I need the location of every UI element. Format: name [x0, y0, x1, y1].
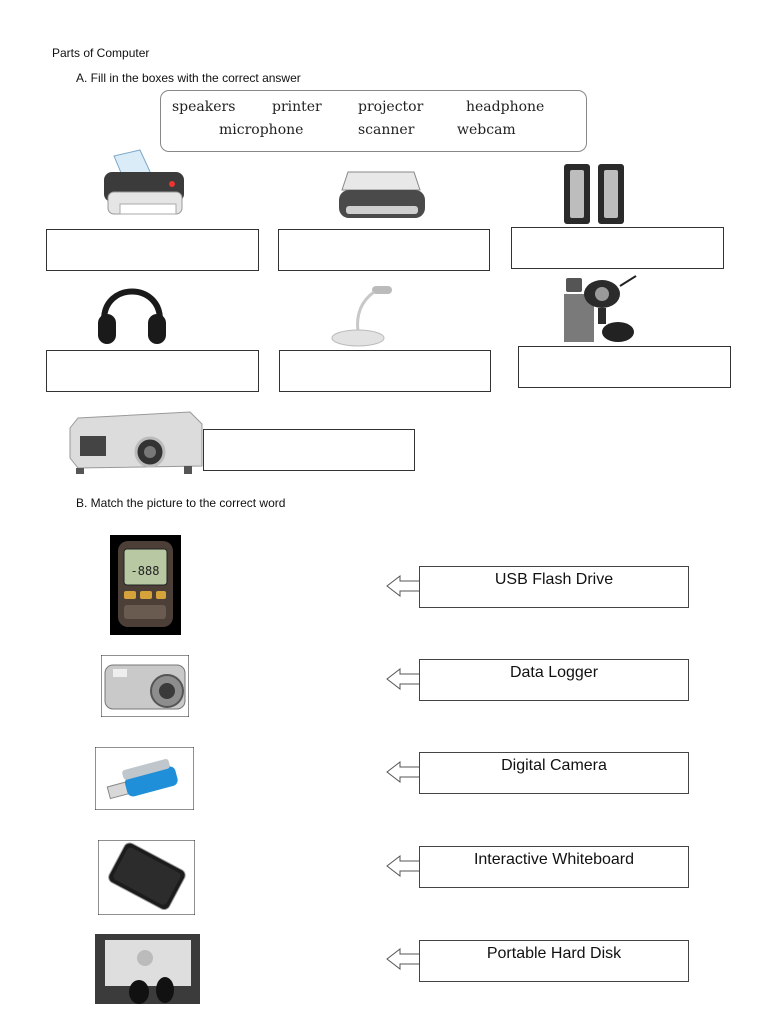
- section-a-title: A. Fill in the boxes with the correct an…: [76, 71, 301, 85]
- word-bank-item: microphone: [219, 122, 304, 138]
- match-label: Portable Hard Disk: [486, 945, 622, 962]
- match-label: Data Logger: [509, 664, 599, 681]
- answer-box-projector[interactable]: [203, 429, 415, 471]
- usb-flash-drive-photo: [95, 747, 194, 810]
- printer-icon: [104, 149, 184, 215]
- answer-box-scanner[interactable]: [278, 229, 490, 271]
- match-label-box[interactable]: Digital Camera: [419, 752, 689, 794]
- projector-icon: [69, 411, 203, 474]
- word-bank-item: projector: [358, 99, 424, 115]
- match-label: USB Flash Drive: [494, 571, 614, 588]
- match-label: Interactive Whiteboard: [473, 851, 635, 868]
- arrow-left-icon: [386, 668, 420, 690]
- arrow-left-icon: [386, 855, 420, 877]
- headphone-icon: [98, 288, 166, 344]
- answer-box-speakers[interactable]: [511, 227, 724, 269]
- word-bank: speakers printer projector headphone mic…: [160, 90, 587, 152]
- word-bank-item: printer: [272, 99, 322, 115]
- microphone-icon: [331, 286, 392, 347]
- match-label-box[interactable]: Data Logger: [419, 659, 689, 701]
- answer-box-printer[interactable]: [46, 229, 259, 271]
- speakers-icon: [564, 164, 624, 224]
- match-label-box[interactable]: USB Flash Drive: [419, 566, 689, 608]
- scanner-icon: [339, 171, 425, 218]
- match-label-box[interactable]: Interactive Whiteboard: [419, 846, 689, 888]
- interactive-whiteboard-photo: [95, 934, 200, 1004]
- word-bank-item: headphone: [466, 99, 545, 115]
- arrow-left-icon: [386, 761, 420, 783]
- portable-hard-disk-photo: [98, 840, 195, 915]
- answer-box-webcam[interactable]: [518, 346, 731, 388]
- section-b-title: B. Match the picture to the correct word: [76, 496, 286, 510]
- digital-camera-photo: [101, 655, 189, 717]
- word-bank-item: webcam: [457, 122, 516, 138]
- arrow-left-icon: [386, 575, 420, 597]
- arrow-left-icon: [386, 948, 420, 970]
- match-label-box[interactable]: Portable Hard Disk: [419, 940, 689, 982]
- webcam-icon: [564, 275, 637, 342]
- svg-text:-888: -888: [131, 564, 160, 578]
- worksheet-title: Parts of Computer: [52, 46, 150, 60]
- answer-box-headphone[interactable]: [46, 350, 259, 392]
- match-label: Digital Camera: [501, 757, 607, 774]
- answer-box-microphone[interactable]: [279, 350, 491, 392]
- data-logger-photo: -888: [110, 535, 181, 635]
- word-bank-item: scanner: [358, 122, 415, 138]
- word-bank-item: speakers: [172, 99, 236, 115]
